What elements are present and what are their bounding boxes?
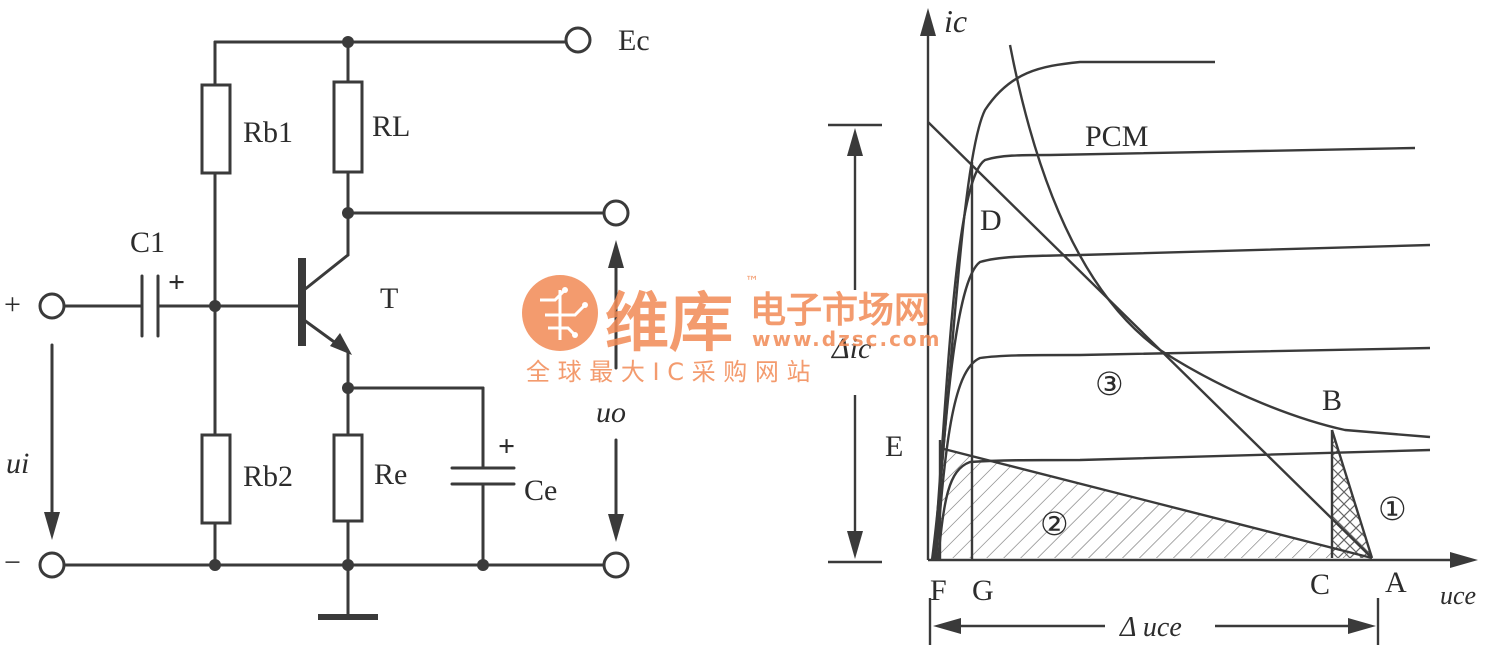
point-b-label: B <box>1322 384 1342 417</box>
transistor-collector <box>302 253 350 292</box>
c1-plus: + <box>168 266 185 299</box>
transistor-label: T <box>380 282 398 315</box>
region-1-label: ① <box>1378 491 1407 527</box>
watermark: 维库 ™ 电子市场网 www.dzsc.com 全 球 最 大 I C 采 购 … <box>522 274 942 386</box>
output-terminal-bottom <box>602 551 630 579</box>
supply-terminal <box>564 26 592 54</box>
ce-plus: + <box>498 430 515 463</box>
load-line-2 <box>939 446 1373 560</box>
amplifier-circuit: Ec Rb1 Rb2 RL + C1 + T <box>4 24 650 620</box>
arrow-right-icon <box>1348 618 1376 634</box>
pcm-curve <box>1008 44 1431 439</box>
watermark-brand: 维库 <box>605 287 733 361</box>
arrow-up-icon <box>847 128 863 156</box>
watermark-url: www.dzsc.com <box>752 327 942 351</box>
arrow-right-icon <box>1450 552 1478 568</box>
watermark-logo-icon <box>522 275 598 351</box>
point-c-label: C <box>1310 568 1330 601</box>
point-g-label: G <box>972 574 994 607</box>
resistor-rl <box>332 80 364 174</box>
delta-uce-label: Δ uce <box>1119 612 1182 643</box>
x-axis-label: uce <box>1440 581 1476 610</box>
input-voltage-label: ui <box>6 447 29 480</box>
re-label: Re <box>374 458 407 491</box>
output-terminal-top <box>602 199 630 227</box>
input-terminal-top <box>38 292 66 320</box>
arrow-down-icon <box>608 514 624 542</box>
point-d-label: D <box>980 204 1002 237</box>
load-line-1 <box>1330 429 1374 559</box>
arrow-down-icon <box>44 512 60 540</box>
supply-label: Ec <box>618 24 650 57</box>
pcm-label: PCM <box>1085 120 1148 153</box>
arrow-up-icon <box>920 8 936 36</box>
point-a-label: A <box>1385 566 1407 599</box>
input-minus-label: − <box>4 546 21 579</box>
characteristic-curve-2 <box>932 146 1416 561</box>
delta-ic-label: Δic <box>831 332 871 365</box>
watermark-tm: ™ <box>745 274 759 290</box>
rb1-label: Rb1 <box>243 116 293 149</box>
region-3-label: ③ <box>1095 366 1124 402</box>
resistor-rb1 <box>200 83 232 175</box>
watermark-slogan: 全 球 最 大 I C 采 购 网 站 <box>526 358 811 386</box>
load-line-3 <box>927 121 1373 559</box>
point-f-label: F <box>930 574 947 607</box>
output-characteristics-graph: ic uce PCM Δic Δ uce A <box>828 3 1478 645</box>
rl-label: RL <box>372 110 410 143</box>
arrow-left-icon <box>933 618 961 634</box>
resistor-re <box>332 433 364 523</box>
input-terminal-bottom <box>38 551 66 579</box>
watermark-tagline: 电子市场网 <box>750 290 930 331</box>
resistor-rb2 <box>200 433 232 525</box>
arrow-up-icon <box>608 240 624 268</box>
ce-label: Ce <box>524 474 557 507</box>
c1-label: C1 <box>130 226 165 259</box>
region-2-label: ② <box>1040 506 1069 542</box>
arrow-down-icon <box>847 531 863 559</box>
emitter-arrow-icon <box>330 333 352 355</box>
point-e-label: E <box>885 430 903 463</box>
y-axis-label: ic <box>944 3 967 39</box>
characteristic-curve-5 <box>936 448 1431 561</box>
input-plus-label: + <box>4 288 21 321</box>
rb2-label: Rb2 <box>243 460 293 493</box>
characteristic-curve-4 <box>934 346 1431 561</box>
output-voltage-label: uo <box>596 396 626 429</box>
